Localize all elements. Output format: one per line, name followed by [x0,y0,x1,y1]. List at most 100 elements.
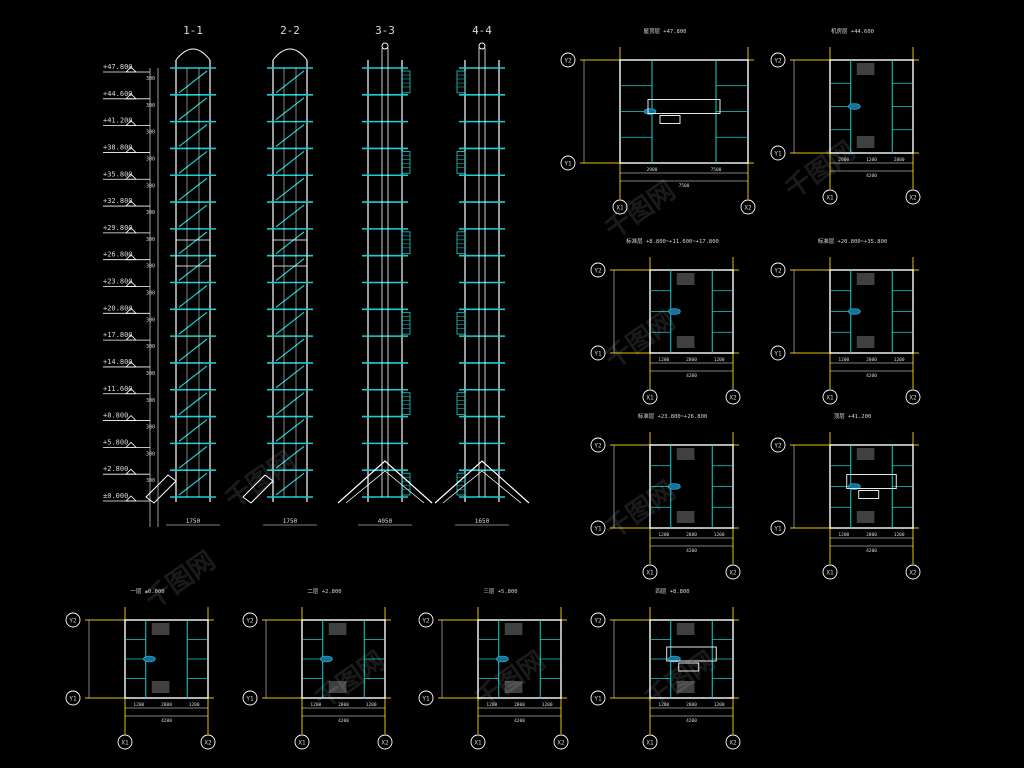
plan-title: 标准层 +20.800~+35.800 [818,237,887,245]
axis-label: Y2 [774,58,782,65]
axis-label: Y1 [594,351,602,358]
axis-label: X2 [909,395,917,402]
elevation-marker-icon [125,146,137,153]
dimension-value: 1200 [714,702,725,708]
axis-bubble-icon [822,564,838,580]
dimension-value: 2800 [686,357,697,363]
stair-flight [275,311,305,335]
axis-bubble-icon [770,520,786,536]
plan-title: 标准层 +8.800~+11.600~+17.800 [626,237,719,245]
dimension-value: 1200 [838,357,849,363]
stair-flight [178,258,208,281]
axis-bubble-icon [560,52,576,68]
elevator-door [456,392,466,415]
axis-bubble-icon [725,734,741,750]
axis-label: X1 [474,740,482,747]
axis-bubble-icon [905,564,921,580]
elevator-door [456,231,466,255]
axis-bubble-icon [612,199,628,215]
transfer-level-block [175,239,211,267]
axis-bubble-icon [470,734,486,750]
elevator-door [456,151,466,174]
elevation-label-column: +47.800300+44.600300+41.200300+38.800300… [103,63,159,527]
machine-outline [647,99,721,114]
elevation-marker-icon [125,66,137,73]
floor-dimension: 300 [146,210,155,216]
dimension-value: 1200 [658,357,669,363]
dimension-total: 4200 [866,548,877,554]
machine-base [678,662,700,672]
dimension-value: 1200 [658,702,669,708]
dimension-value: 2800 [686,702,697,708]
axis-label: Y2 [422,618,430,625]
dimension-total: 7500 [679,183,690,189]
elevation-label: +26.800 [103,251,133,259]
stair-flight [275,258,305,281]
elevation-marker-icon [125,495,137,502]
axis-label: X1 [826,395,834,402]
axis-bubble-icon [822,189,838,205]
elevation-marker-icon [125,468,137,475]
floor-dimension: 300 [146,264,155,270]
elevator-shaft-icon [848,483,861,490]
elevator-door [401,151,411,174]
dimension-total: 4200 [866,173,877,179]
dimension-total: 4200 [686,373,697,379]
dimension-total: 4200 [686,718,697,724]
stair-flight [178,177,208,201]
axis-bubble-icon [294,734,310,750]
machine-outline [666,646,717,662]
elevation-marker-icon [125,307,137,314]
stair-flight [178,392,208,416]
axis-bubble-icon [377,734,393,750]
dimension-value: 1200 [714,357,725,363]
roof-dome [175,48,211,61]
stair-flight [275,97,305,121]
entrance-canopy [434,460,530,504]
axis-bubble-icon [770,52,786,68]
dimension-value: 2000 [894,157,905,163]
elevator-door [401,392,411,415]
stair-flight [178,150,208,174]
axis-bubble-icon [553,734,569,750]
base-dimension-label: 1650 [475,518,490,525]
stair-flight [178,419,208,442]
stair-flight [178,338,208,362]
dimension-value: 1200 [189,702,200,708]
axis-bubble-icon [65,612,81,628]
dimension-value: 7500 [711,167,722,173]
plan-title: 三层 +5.800 [483,588,517,595]
axis-bubble-icon [590,262,606,278]
floor-dimension: 300 [146,398,155,404]
axis-bubble-icon [590,690,606,706]
axis-bubble-icon [560,155,576,171]
stair-flight [275,285,305,308]
elevator-door [401,70,411,94]
axis-label: X1 [298,740,306,747]
dimension-value: 1200 [542,702,553,708]
dimension-value: 1200 [366,702,377,708]
dimension-value: 1200 [486,702,497,708]
axis-label: X1 [646,570,654,577]
axis-label: Y2 [774,443,782,450]
axis-label: Y2 [564,58,572,65]
elevator-shaft-icon [643,108,657,115]
entrance-ramp [145,474,177,504]
base-dimension-label: 1750 [186,518,201,525]
section-title: 3-3 [375,24,395,37]
elevator-shaft-icon [668,483,681,490]
floor-dimension: 300 [146,344,155,350]
stair-flight [178,231,208,255]
axis-bubble-icon [590,612,606,628]
dimension-value: 2000 [838,157,849,163]
elevation-label: +17.800 [103,331,133,339]
axis-bubble-icon [725,564,741,580]
dimension-value: 1200 [894,357,905,363]
axis-bubble-icon [418,612,434,628]
axis-bubble-icon [770,437,786,453]
